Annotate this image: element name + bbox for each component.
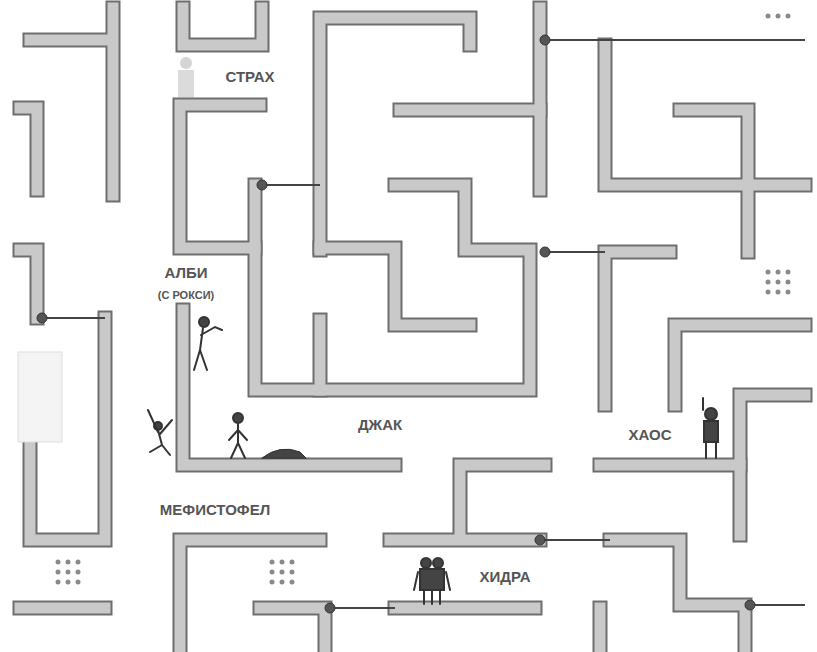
- mephistopheles-creature: [148, 410, 172, 455]
- character-label: ХАОС: [628, 427, 671, 444]
- hydra-figures: [414, 558, 450, 604]
- doors: [37, 35, 805, 613]
- maze-wall: [20, 8, 805, 652]
- character-label: СТРАХ: [225, 69, 274, 86]
- character-label: АЛБИ: [164, 265, 207, 282]
- character-label: (С РОКСИ): [158, 289, 215, 301]
- character-label: ДЖАК: [358, 417, 402, 434]
- chaos-figure: [703, 398, 718, 458]
- grilles: [56, 14, 791, 585]
- character-label: ХИДРА: [480, 569, 531, 586]
- albi-figure: [194, 317, 222, 370]
- fear-ghost: [178, 57, 194, 98]
- jack-figure: [229, 413, 306, 458]
- character-label: МЕФИСТОФЕЛ: [160, 502, 270, 519]
- fog-doorway: [18, 352, 62, 442]
- maze-wall-outline: [20, 8, 805, 652]
